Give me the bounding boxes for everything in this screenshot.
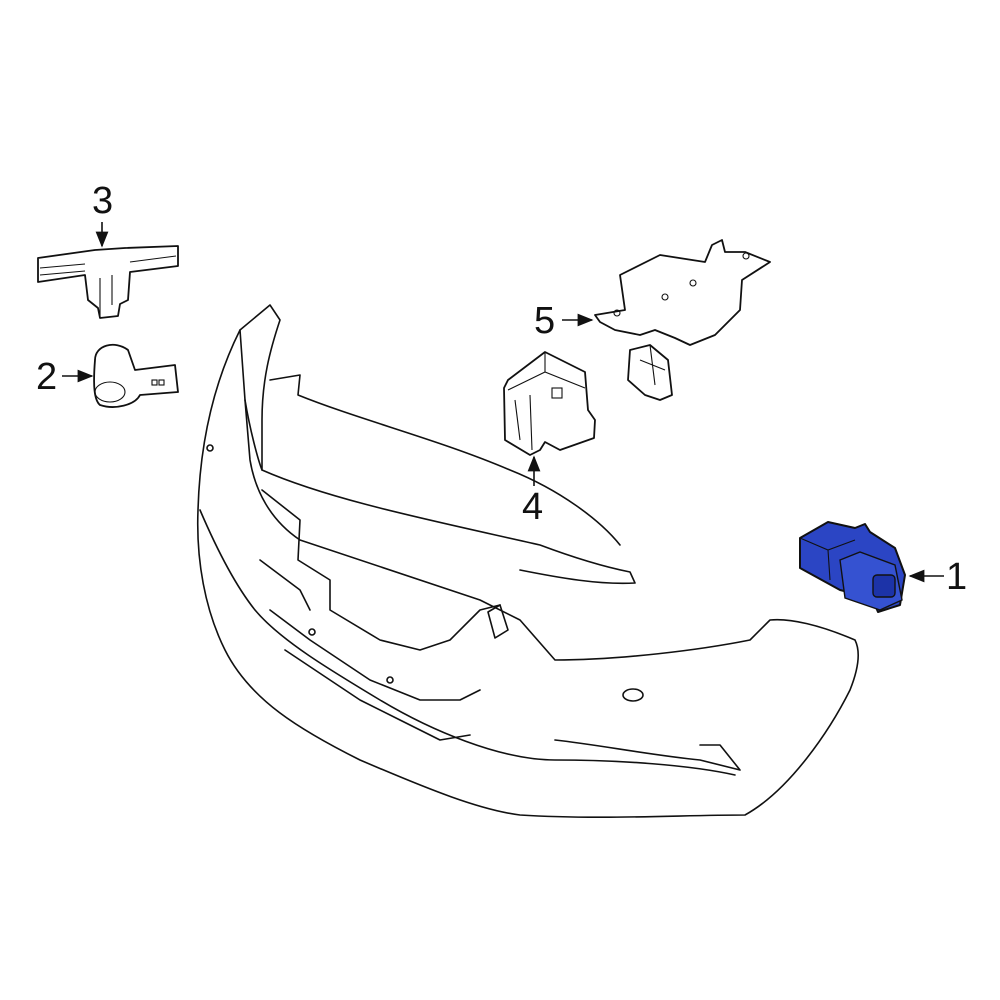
sensor-bracket — [37, 245, 179, 319]
callout-1: 1 — [946, 556, 968, 598]
callout-5: 5 — [534, 300, 556, 342]
callout-2: 2 — [36, 356, 58, 398]
leader-arrows — [62, 222, 944, 583]
parking-sensor — [93, 343, 179, 408]
callout-3: 3 — [92, 180, 114, 222]
highlighted-connector — [799, 521, 906, 613]
mounting-bracket — [594, 239, 771, 401]
connector-housing — [503, 351, 596, 456]
front-bumper-cover — [196, 304, 860, 819]
callout-4: 4 — [522, 486, 544, 528]
